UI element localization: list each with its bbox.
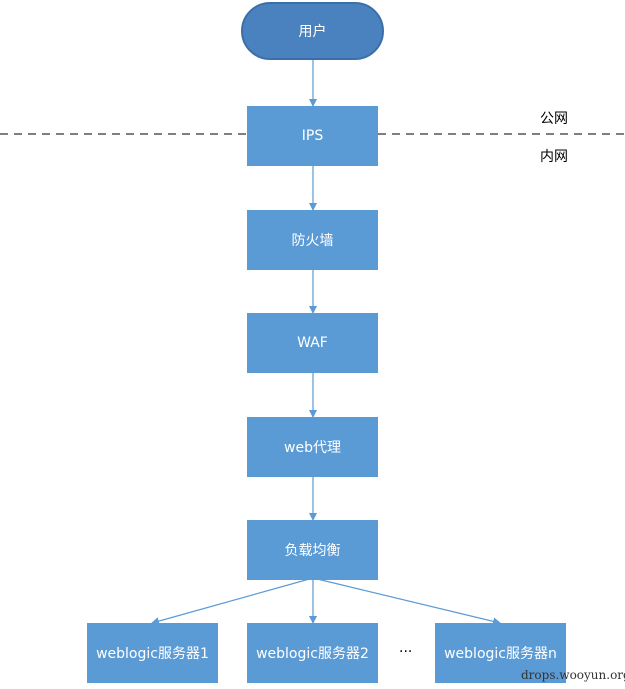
watermark-text: drops.wooyun.org (521, 668, 625, 682)
waf-node: WAF (247, 313, 378, 373)
connector-balancer-servern (312, 577, 501, 626)
waf-node-label: WAF (297, 335, 328, 351)
firewall-node-label: 防火墙 (291, 233, 334, 249)
connector-balancer-server1 (151, 577, 314, 625)
more-servers-ellipsis: ... (399, 640, 413, 656)
public-network-label: 公网 (540, 111, 568, 127)
weblogic-server-2-node: weblogic服务器2 (247, 623, 378, 683)
ips-node-label: IPS (301, 128, 324, 144)
firewall-node: 防火墙 (247, 210, 378, 270)
weblogic-server-1-label: weblogic服务器1 (96, 646, 209, 662)
weblogic-server-2-label: weblogic服务器2 (256, 646, 369, 662)
web-proxy-node-label: web代理 (284, 440, 341, 456)
weblogic-server-n-node: weblogic服务器n (435, 623, 566, 683)
user-node: 用户 (241, 2, 384, 60)
weblogic-server-n-label: weblogic服务器n (444, 646, 557, 662)
internal-network-label: 内网 (540, 149, 568, 165)
web-proxy-node: web代理 (247, 417, 378, 477)
ips-node: IPS (247, 106, 378, 166)
weblogic-server-1-node: weblogic服务器1 (87, 623, 218, 683)
load-balancer-node: 负载均衡 (247, 520, 378, 580)
load-balancer-node-label: 负载均衡 (284, 543, 341, 559)
user-node-label: 用户 (298, 24, 327, 40)
